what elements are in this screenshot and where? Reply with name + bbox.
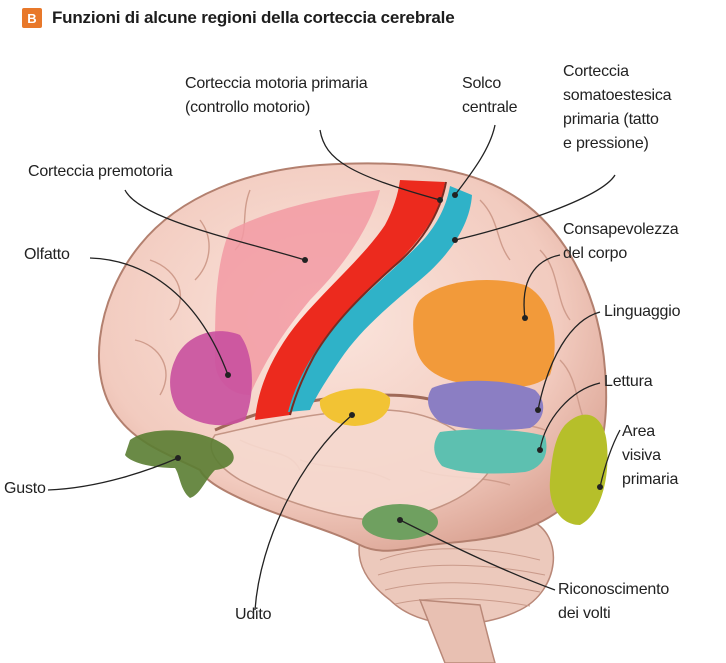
label-hearing: Udito: [235, 603, 271, 627]
label-visual-area: Area visiva primaria: [622, 420, 678, 492]
label-body-awareness: Consapevolezza del corpo: [563, 218, 679, 266]
label-face-recognition: Riconoscimento dei volti: [558, 578, 669, 626]
label-language: Linguaggio: [604, 300, 680, 324]
label-olfaction: Olfatto: [24, 243, 70, 267]
label-taste: Gusto: [4, 477, 46, 501]
language-region: [434, 429, 546, 473]
label-central-sulcus: Solco centrale: [462, 72, 517, 120]
label-somatosensory: Corteccia somatoestesica primaria (tatto…: [563, 60, 671, 156]
label-motor-cortex: Corteccia motoria primaria (controllo mo…: [185, 72, 367, 120]
reading-region: [428, 381, 543, 430]
label-premotor: Corteccia premotoria: [28, 160, 173, 184]
label-reading: Lettura: [604, 370, 652, 394]
body-awareness-region: [413, 280, 555, 388]
